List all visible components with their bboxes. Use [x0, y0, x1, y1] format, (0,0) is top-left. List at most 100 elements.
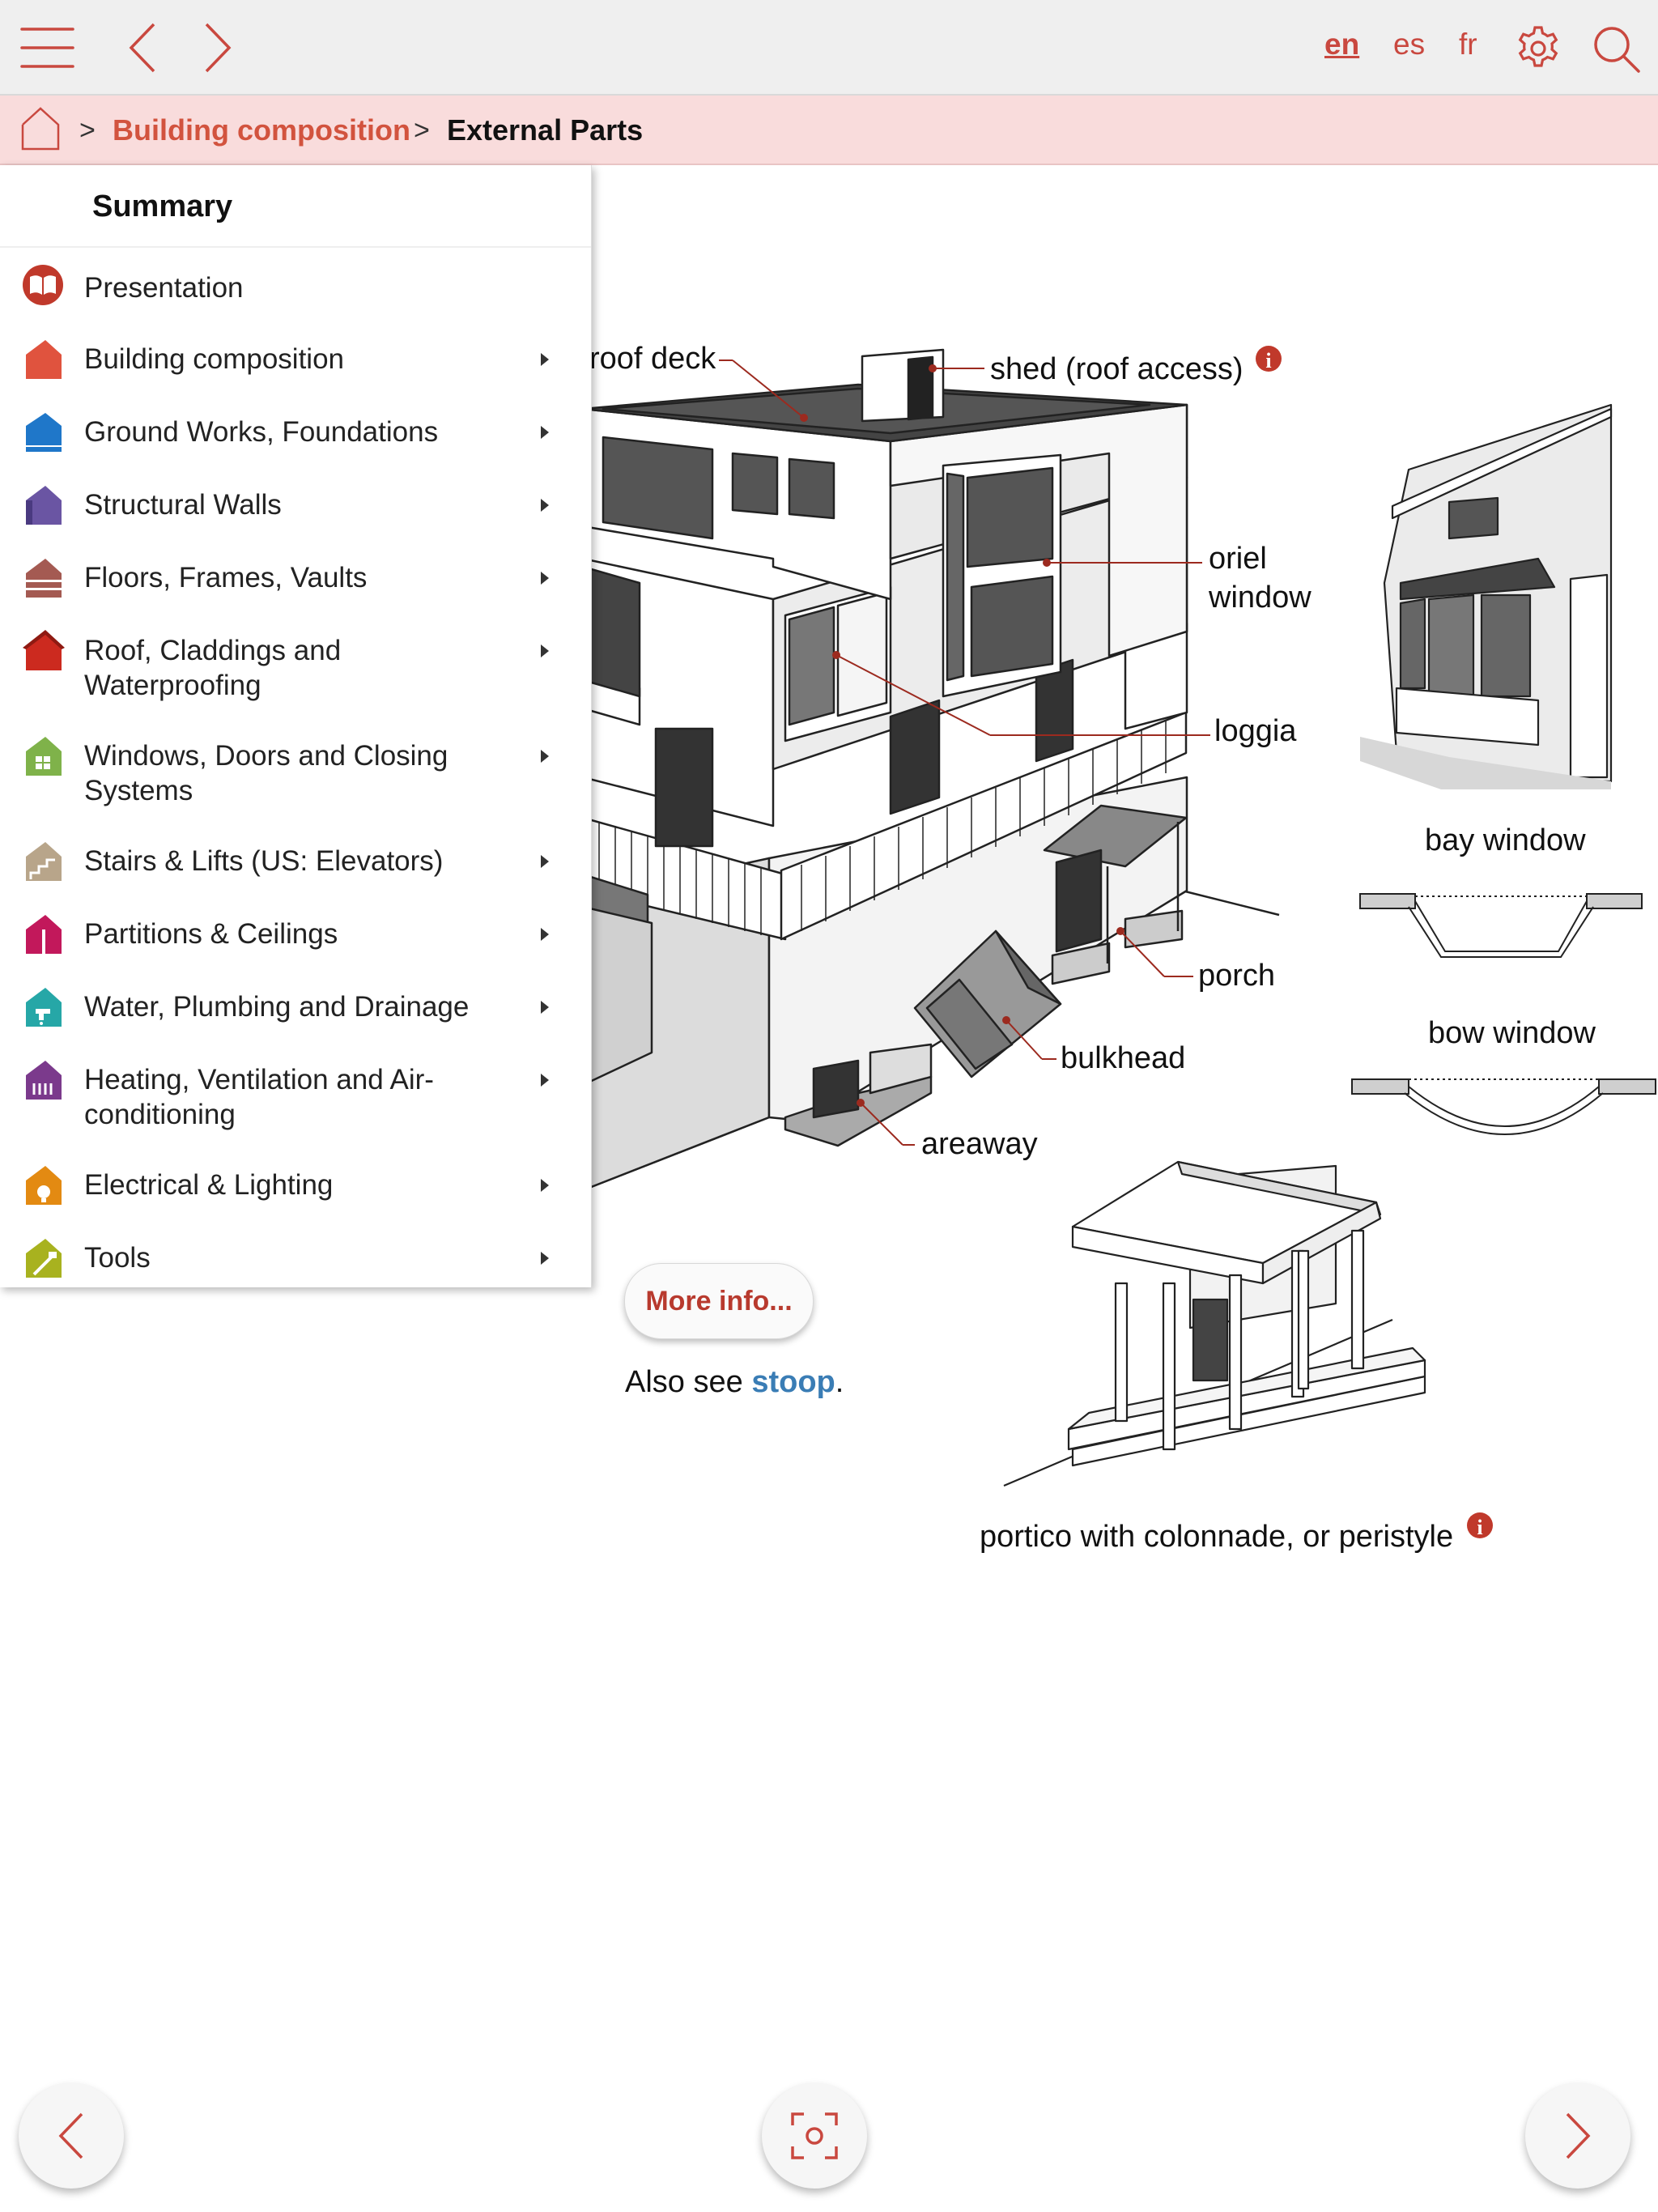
menu-item-heating-ventilation[interactable]: Heating, Ventilation and Air-conditionin… [0, 1048, 591, 1153]
submenu-arrow-icon [541, 750, 549, 763]
submenu-arrow-icon [541, 1252, 549, 1265]
house-window-icon [21, 734, 65, 777]
chevron-left-icon [58, 2112, 83, 2159]
label-bow-window: bow window [1428, 1016, 1596, 1050]
language-fr[interactable]: fr [1459, 28, 1477, 61]
menu-item-partitions-ceilings[interactable]: Partitions & Ceilings [0, 902, 591, 975]
menu-item-label: Windows, Doors and Closing Systems [84, 740, 449, 806]
menu-item-label: Floors, Frames, Vaults [84, 562, 368, 593]
book-icon [21, 263, 65, 307]
submenu-arrow-icon [541, 353, 549, 366]
house-radiator-icon [21, 1057, 65, 1101]
label-areaway: areaway [921, 1127, 1038, 1161]
menu-item-floors-frames-vaults[interactable]: Floors, Frames, Vaults [0, 546, 591, 619]
house-floors-icon [21, 555, 65, 599]
submenu-arrow-icon [541, 644, 549, 657]
breadcrumb-current-page: External Parts [447, 113, 644, 147]
summary-menu: Summary Presentation Building compositio… [0, 165, 592, 1287]
info-icon[interactable]: i [1467, 1512, 1493, 1539]
label-oriel: oriel [1209, 542, 1267, 576]
bay-window-illustration [1360, 403, 1613, 789]
menu-item-label: Partitions & Ceilings [84, 918, 338, 950]
menu-item-structural-walls[interactable]: Structural Walls [0, 473, 591, 546]
svg-text:i: i [1477, 1516, 1482, 1539]
breadcrumb-separator: > [414, 115, 430, 146]
house-stairs-icon [21, 839, 65, 883]
label-bay-window: bay window [1425, 823, 1586, 857]
more-info-button[interactable]: More info... [624, 1263, 814, 1339]
menu-item-label: Stairs & Lifts (US: Elevators) [84, 845, 444, 877]
menu-item-water-plumbing[interactable]: Water, Plumbing and Drainage [0, 975, 591, 1048]
submenu-arrow-icon [541, 928, 549, 941]
breadcrumb-separator: > [79, 115, 96, 146]
svg-text:i: i [1265, 349, 1271, 372]
gear-icon[interactable] [1514, 24, 1562, 77]
label-shed-roof-access: shed (roof access) [990, 352, 1244, 386]
main-house-illustration [581, 348, 1280, 1192]
submenu-arrow-icon [541, 1074, 549, 1087]
menu-item-building-composition[interactable]: Building composition [0, 327, 591, 400]
fullscreen-icon [791, 2112, 838, 2159]
menu-divider [0, 246, 591, 248]
menu-item-label: Building composition [84, 343, 345, 375]
menu-item-label: Electrical & Lighting [84, 1169, 334, 1201]
bow-window-plan [1351, 1078, 1656, 1135]
info-icon[interactable]: i [1256, 346, 1282, 372]
menu-title: Summary [92, 189, 233, 223]
menu-item-electrical-lighting[interactable]: Electrical & Lighting [0, 1153, 591, 1226]
submenu-arrow-icon [541, 499, 549, 512]
house-bulb-icon [21, 1163, 65, 1206]
menu-item-ground-works[interactable]: Ground Works, Foundations [0, 400, 591, 473]
language-es[interactable]: es [1393, 28, 1426, 61]
house-tools-icon [21, 1236, 65, 1279]
house-partition-icon [21, 912, 65, 955]
house-foundation-icon [21, 410, 65, 453]
top-toolbar: en es fr [0, 0, 1658, 96]
chevron-right-icon [1566, 2112, 1591, 2159]
house-icon [21, 337, 65, 381]
label-oriel-window: window [1208, 581, 1312, 615]
menu-item-roof-claddings[interactable]: Roof, Claddings and Waterproofing [0, 619, 591, 724]
next-page-button[interactable] [1525, 2083, 1630, 2189]
menu-item-label: Tools [84, 1242, 151, 1274]
hamburger-menu-icon[interactable] [19, 18, 76, 79]
label-bulkhead: bulkhead [1061, 1041, 1185, 1075]
menu-item-label: Water, Plumbing and Drainage [84, 991, 470, 1023]
menu-item-label: Roof, Claddings and Waterproofing [84, 635, 342, 701]
menu-item-windows-doors[interactable]: Windows, Doors and Closing Systems [0, 724, 591, 829]
submenu-arrow-icon [541, 1001, 549, 1014]
submenu-arrow-icon [541, 572, 549, 585]
label-loggia: loggia [1214, 714, 1297, 748]
breadcrumb-building-composition[interactable]: Building composition [113, 113, 410, 147]
label-roof-deck: roof deck [589, 342, 716, 376]
submenu-arrow-icon [541, 426, 549, 439]
callout-lines [719, 359, 1210, 1146]
menu-item-tools[interactable]: Tools [0, 1226, 591, 1287]
house-roof-icon [21, 628, 65, 672]
also-see-text: Also see stoop. [625, 1365, 844, 1400]
label-porch: porch [1198, 959, 1275, 993]
back-arrow-icon[interactable] [121, 18, 162, 79]
bay-window-plan [1359, 893, 1643, 958]
also-see-prefix: Also see [625, 1365, 752, 1399]
home-icon[interactable] [18, 104, 63, 156]
forward-arrow-icon[interactable] [198, 18, 239, 79]
menu-item-label: Heating, Ventilation and Air-conditionin… [84, 1064, 434, 1130]
fullscreen-button[interactable] [762, 2083, 867, 2189]
also-see-suffix: . [835, 1365, 844, 1399]
search-icon[interactable] [1592, 24, 1642, 79]
language-en[interactable]: en [1324, 28, 1360, 61]
menu-item-presentation[interactable]: Presentation [0, 256, 591, 325]
menu-item-label: Structural Walls [84, 489, 282, 521]
menu-item-label: Presentation [84, 272, 244, 304]
menu-item-stairs-lifts[interactable]: Stairs & Lifts (US: Elevators) [0, 829, 591, 902]
portico-illustration [1003, 1160, 1426, 1487]
house-faucet-icon [21, 985, 65, 1028]
external-parts-illustration: roof deck shed (roof access) oriel windo… [581, 342, 1656, 1554]
stoop-link[interactable]: stoop [751, 1365, 835, 1399]
submenu-arrow-icon [541, 855, 549, 868]
menu-item-label: Ground Works, Foundations [84, 416, 439, 448]
breadcrumb: > Building composition > External Parts [0, 96, 1658, 165]
previous-page-button[interactable] [19, 2083, 124, 2189]
label-portico: portico with colonnade, or peristyle [980, 1520, 1453, 1554]
